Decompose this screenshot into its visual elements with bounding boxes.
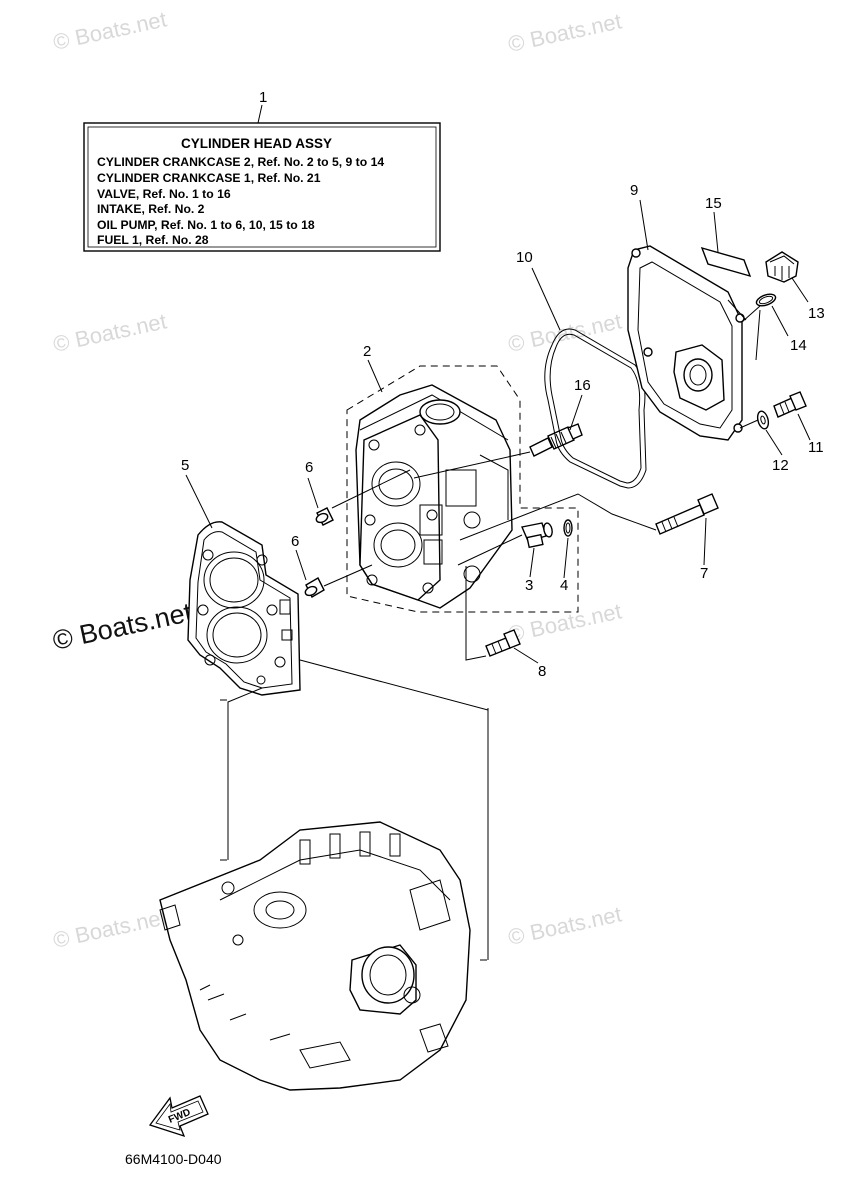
- callout-16[interactable]: 16: [574, 377, 591, 394]
- head-gasket-part[interactable]: [187, 521, 301, 696]
- cylinder-head-part[interactable]: [355, 384, 513, 609]
- assembly-line-4: INTAKE, Ref. No. 2: [97, 202, 205, 216]
- cylinder-head-cover-part[interactable]: [627, 245, 747, 441]
- cylinder-head-group-outline: [346, 365, 579, 613]
- callout-8[interactable]: 8: [538, 663, 546, 680]
- callout-1[interactable]: 1: [259, 89, 267, 106]
- callout-10[interactable]: 10: [516, 249, 533, 266]
- watermark-top-left: © Boats.net: [51, 6, 169, 54]
- diagram-code: 66M4100-D040: [125, 1151, 222, 1167]
- callout-numbers: 1 2 3 4 5 6 6 7 8 9 10 11 12 13 14 15 16: [181, 89, 825, 680]
- callout-2[interactable]: 2: [363, 343, 371, 360]
- crankcase-group-outline: [220, 699, 492, 961]
- head-bolt-long-part[interactable]: [655, 493, 719, 535]
- watermark-center-right: © Boats.net: [506, 598, 624, 646]
- cap-o-ring-part[interactable]: [755, 292, 777, 308]
- dowel-pin-lower[interactable]: [304, 577, 325, 598]
- callout-5[interactable]: 5: [181, 457, 189, 474]
- forward-arrow-icon: FWD: [148, 1095, 209, 1138]
- o-ring-part-4[interactable]: [563, 519, 573, 537]
- callout-15[interactable]: 15: [705, 195, 722, 212]
- assembly-title: CYLINDER HEAD ASSY: [181, 136, 332, 151]
- sensor-part-3[interactable]: [521, 522, 553, 549]
- connector-lines: [185, 199, 811, 960]
- watermark-mid-right: © Boats.net: [506, 308, 624, 356]
- callout-11[interactable]: 11: [808, 439, 824, 456]
- callout-13[interactable]: 13: [808, 305, 825, 322]
- crankcase-block: [159, 821, 471, 1091]
- callout-7[interactable]: 7: [700, 565, 708, 582]
- assembly-line-6: FUEL 1, Ref. No. 28: [97, 233, 209, 247]
- callout-4[interactable]: 4: [560, 577, 568, 594]
- watermark-top-right: © Boats.net: [506, 8, 624, 56]
- dowel-pin-upper[interactable]: [315, 507, 334, 526]
- watermark-low-right: © Boats.net: [506, 901, 624, 949]
- assembly-line-5: OIL PUMP, Ref. No. 1 to 6, 10, 15 to 18: [97, 218, 315, 232]
- callout-6-lower[interactable]: 6: [291, 533, 299, 550]
- head-bolt-short-part[interactable]: [485, 629, 521, 657]
- callout-14[interactable]: 14: [790, 337, 807, 354]
- cover-gasket-part[interactable]: [544, 328, 647, 489]
- oil-filler-cap-part[interactable]: [765, 251, 799, 283]
- label-plate-part[interactable]: [700, 246, 752, 278]
- washer-part[interactable]: [756, 410, 770, 430]
- callout-9[interactable]: 9: [630, 182, 638, 199]
- watermark-center-left: © Boats.net: [50, 597, 195, 656]
- callout-6-upper[interactable]: 6: [305, 459, 313, 476]
- callout-3[interactable]: 3: [525, 577, 533, 594]
- watermark-mid-left: © Boats.net: [51, 308, 169, 356]
- assembly-line-3: VALVE, Ref. No. 1 to 16: [97, 187, 231, 201]
- assembly-line-2: CYLINDER CRANKCASE 1, Ref. No. 21: [97, 171, 321, 185]
- watermark-low-left: © Boats.net: [51, 904, 169, 952]
- assembly-info-box: CYLINDER HEAD ASSY CYLINDER CRANKCASE 2,…: [83, 104, 441, 252]
- callout-12[interactable]: 12: [772, 457, 789, 474]
- assembly-line-1: CYLINDER CRANKCASE 2, Ref. No. 2 to 5, 9…: [97, 155, 384, 169]
- cover-bolt-part[interactable]: [773, 391, 807, 418]
